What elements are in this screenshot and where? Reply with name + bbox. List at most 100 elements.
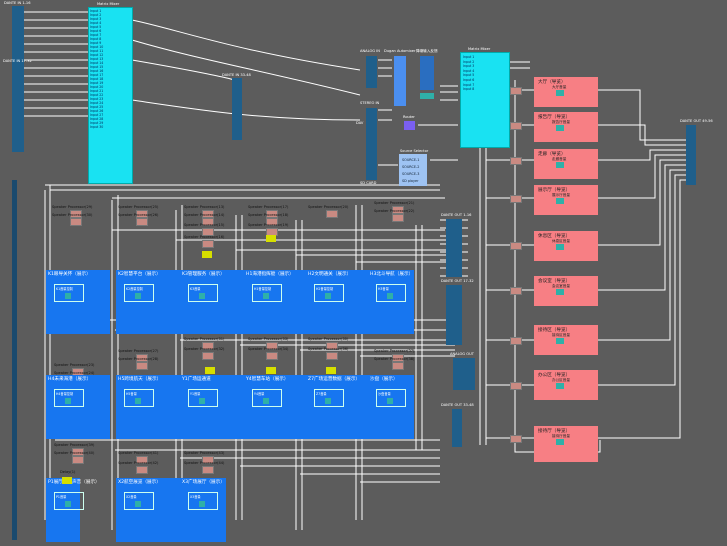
zone-block[interactable]: K1眼导关怀（展示）K1音量控制 xyxy=(46,270,110,334)
speaker-processor[interactable] xyxy=(136,210,148,218)
zone-volume-panel[interactable]: K3音量 xyxy=(188,284,218,302)
delay-block-3[interactable] xyxy=(205,367,215,374)
delay-block-5[interactable] xyxy=(326,367,336,374)
zone-volume-panel[interactable]: H1音量控制 xyxy=(252,284,282,302)
stereo-in-block[interactable] xyxy=(366,108,377,180)
speaker-processor-right[interactable] xyxy=(510,242,522,250)
left-input-block-1[interactable] xyxy=(12,180,17,540)
speaker-processor[interactable] xyxy=(266,210,278,218)
speaker-processor[interactable] xyxy=(136,466,148,474)
zone-volume-panel[interactable]: K1音量控制 xyxy=(54,284,84,302)
dante-out-33-48-block[interactable] xyxy=(452,409,462,447)
pink-zone-block[interactable]: 休息区（导览）休息区音量 xyxy=(534,231,598,261)
zone-volume-panel[interactable]: H3音量 xyxy=(376,284,406,302)
speaker-processor-right[interactable] xyxy=(510,157,522,165)
pink-zone-block[interactable]: 走廊（导览）走廊音量 xyxy=(534,149,598,179)
pink-zone-block[interactable]: 接待厅（导览）接待厅音量 xyxy=(534,426,598,462)
delay-block-4[interactable] xyxy=(266,367,276,374)
delay-block-1[interactable] xyxy=(202,251,212,258)
speaker-processor[interactable] xyxy=(202,240,214,248)
dante-in-33-48-block[interactable] xyxy=(232,78,242,140)
speaker-processor[interactable] xyxy=(202,218,214,226)
zone-volume-chip[interactable] xyxy=(65,501,71,507)
dante-out-1-16-block[interactable] xyxy=(446,219,462,277)
speaker-processor-right[interactable] xyxy=(510,382,522,390)
zone-block[interactable]: P1展厅沉浸声音（展示）P1音量 xyxy=(46,478,100,542)
speaker-processor-right[interactable] xyxy=(510,195,522,203)
zone-volume-panel[interactable]: 沙盘音量 xyxy=(376,389,406,407)
zone-block[interactable]: 沙盘（展示）沙盘音量 xyxy=(368,375,414,439)
speaker-processor[interactable] xyxy=(326,352,338,360)
speaker-processor[interactable] xyxy=(392,214,404,222)
pink-zone-block[interactable]: 报告厅（导览）报告厅音量 xyxy=(534,112,598,142)
zone-volume-panel[interactable]: P1音量 xyxy=(54,492,84,510)
source-selector-item[interactable]: SOURCE-3 xyxy=(402,172,420,176)
speaker-processor[interactable] xyxy=(202,210,214,218)
zone-volume-chip[interactable] xyxy=(387,293,393,299)
speaker-processor[interactable] xyxy=(392,206,404,214)
zone-volume-chip[interactable] xyxy=(263,398,269,404)
zone-block[interactable]: H4未来海港（展示）H4音量控制 xyxy=(46,375,110,439)
zone-block[interactable]: H1海港指挥舱（展示）H1音量控制 xyxy=(244,270,308,334)
speaker-processor[interactable] xyxy=(136,362,148,370)
delay-block-2[interactable] xyxy=(266,235,276,242)
zone-volume-panel[interactable]: Z7音量 xyxy=(314,389,344,407)
speaker-processor[interactable] xyxy=(72,456,84,464)
zone-volume-panel[interactable]: K2音量控制 xyxy=(124,284,154,302)
zone-volume-chip[interactable] xyxy=(387,398,393,404)
dante-out-49-56-block[interactable] xyxy=(686,125,696,185)
speaker-processor-right[interactable] xyxy=(510,287,522,295)
speaker-processor-right[interactable] xyxy=(510,337,522,345)
source-selector-block[interactable] xyxy=(399,154,427,186)
source-selector-item[interactable]: SOURCE-1 xyxy=(402,158,420,162)
zone-volume-chip[interactable] xyxy=(135,501,141,507)
pink-zone-chip[interactable] xyxy=(556,338,564,344)
speaker-processor[interactable] xyxy=(392,354,404,362)
speaker-processor[interactable] xyxy=(326,342,338,350)
speaker-processor[interactable] xyxy=(202,342,214,350)
pink-zone-chip[interactable] xyxy=(556,383,564,389)
matrix-mixer-main[interactable] xyxy=(88,7,133,184)
pink-zone-chip[interactable] xyxy=(556,289,564,295)
zone-block[interactable]: H3北斗导航（展示）H3音量 xyxy=(368,270,414,334)
zone-volume-chip[interactable] xyxy=(65,398,71,404)
zone-block[interactable]: X2航空展览（展示）X2音量 xyxy=(116,478,180,542)
zone-volume-chip[interactable] xyxy=(325,398,331,404)
analog-out-block[interactable] xyxy=(453,358,475,390)
speaker-processor[interactable] xyxy=(326,210,338,218)
zone-volume-panel[interactable]: X3音量 xyxy=(188,492,218,510)
matrix-mixer-2[interactable] xyxy=(460,52,510,148)
router-block[interactable] xyxy=(404,121,415,130)
zone-volume-chip[interactable] xyxy=(199,293,205,299)
zone-block[interactable]: H5跨境航天（展示）H5音量 xyxy=(116,375,180,439)
zone-volume-chip[interactable] xyxy=(263,293,269,299)
speaker-processor[interactable] xyxy=(266,218,278,226)
zone-volume-chip[interactable] xyxy=(199,501,205,507)
pink-zone-chip[interactable] xyxy=(556,439,564,445)
speaker-processor-right[interactable] xyxy=(510,435,522,443)
pink-zone-block[interactable]: 大厅（导览）大厅音量 xyxy=(534,77,598,107)
zone-block[interactable]: K2智慧平台（展示）K2音量控制 xyxy=(116,270,180,334)
delay-block-6[interactable] xyxy=(62,477,72,484)
speaker-processor-right[interactable] xyxy=(510,87,522,95)
speaker-processor[interactable] xyxy=(202,352,214,360)
zone-volume-chip[interactable] xyxy=(135,398,141,404)
feedback-chip[interactable] xyxy=(420,93,434,99)
zone-volume-chip[interactable] xyxy=(199,398,205,404)
zone-volume-chip[interactable] xyxy=(135,293,141,299)
pink-zone-block[interactable]: 办公区（导览）办公区音量 xyxy=(534,370,598,400)
zone-volume-chip[interactable] xyxy=(325,293,331,299)
source-selector-item[interactable]: SD player xyxy=(402,179,419,183)
pink-zone-chip[interactable] xyxy=(556,90,564,96)
zone-volume-chip[interactable] xyxy=(65,293,71,299)
zone-volume-panel[interactable]: X2音量 xyxy=(124,492,154,510)
pink-zone-chip[interactable] xyxy=(556,244,564,250)
zone-block[interactable]: H2文明通关（展示）H2音量控制 xyxy=(306,270,370,334)
speaker-processor[interactable] xyxy=(72,448,84,456)
speaker-processor[interactable] xyxy=(136,218,148,226)
analog-in-block[interactable] xyxy=(366,56,377,88)
pink-zone-block[interactable]: 展示厅（导览）展示厅音量 xyxy=(534,185,598,215)
speaker-processor[interactable] xyxy=(136,354,148,362)
speaker-processor[interactable] xyxy=(202,228,214,236)
